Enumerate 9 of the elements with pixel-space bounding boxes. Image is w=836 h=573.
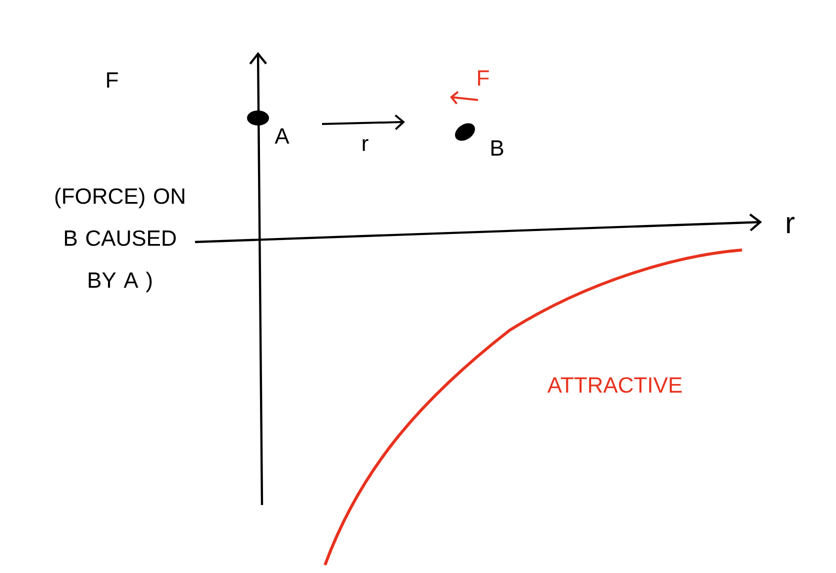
distance-label: r <box>362 139 368 151</box>
dot <box>247 110 269 126</box>
curve-label: ATTRACTIVE <box>547 377 682 393</box>
axis-label: r <box>787 216 794 234</box>
force-label: F <box>478 70 489 86</box>
axis-label: F <box>107 72 118 88</box>
axis-description: (FORCE) ON B CAUSED BY A ) <box>55 188 184 292</box>
point-label: A <box>274 128 290 144</box>
point-label: B <box>491 140 504 156</box>
